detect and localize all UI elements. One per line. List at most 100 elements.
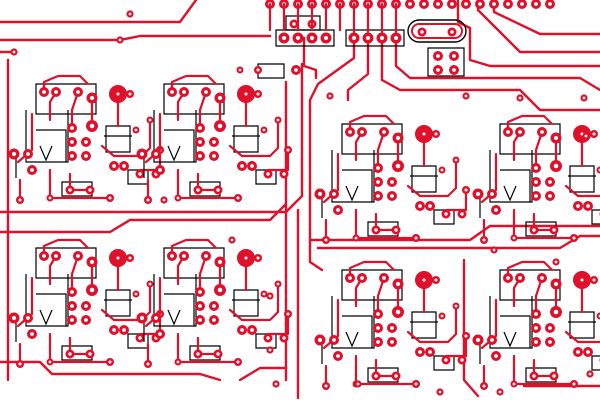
transistor-pad — [487, 189, 497, 199]
module-right-lower-a — [314, 260, 470, 390]
module-trace — [506, 260, 554, 280]
via — [274, 116, 282, 124]
via — [438, 166, 446, 174]
transistor-pad — [545, 337, 555, 347]
transistor-pad — [86, 284, 98, 296]
resistor-outline — [61, 345, 93, 361]
capacitor-outline — [569, 165, 595, 193]
transistor-pad — [67, 123, 77, 133]
via — [510, 234, 518, 242]
resistor-outline — [367, 367, 399, 383]
pad — [144, 360, 152, 368]
transistor-pad — [329, 335, 339, 345]
transistor-pad — [531, 177, 541, 187]
electrolytic-capacitor-pad — [432, 276, 440, 284]
header-pin — [531, 0, 541, 9]
pad — [234, 358, 242, 366]
ic-pad — [357, 127, 367, 137]
module-trace — [198, 254, 208, 294]
resistor-pad — [135, 169, 145, 179]
trace-header-to-right-3 — [380, 38, 600, 112]
transistor-pad — [195, 287, 205, 297]
capacitor-pad — [415, 201, 425, 211]
pad — [27, 165, 37, 175]
header-pin — [475, 0, 485, 9]
electrolytic-capacitor-pad — [578, 276, 586, 284]
ic-pad — [214, 256, 226, 268]
connector-outline — [345, 29, 405, 47]
circuit-modules — [8, 10, 600, 396]
pad — [106, 358, 114, 366]
pad — [412, 380, 420, 388]
transistor-pad — [136, 148, 148, 160]
pad — [16, 196, 24, 204]
via — [46, 358, 54, 366]
transistor-outline — [345, 185, 359, 202]
module-trace — [406, 304, 458, 344]
transistor-pad — [67, 301, 77, 311]
electrolytic-capacitor-pad — [114, 254, 122, 262]
capacitor-pad — [415, 347, 425, 357]
trace-right-mid-2 — [308, 224, 600, 242]
resistor-pad — [529, 225, 539, 235]
resistor-outline — [525, 221, 557, 237]
transistor-pad — [209, 137, 219, 147]
via — [10, 48, 18, 56]
pad — [27, 329, 37, 339]
resistor-pad — [213, 349, 223, 359]
ic-pad — [51, 87, 61, 97]
ic-pad — [550, 132, 562, 144]
capacitor-outline — [233, 289, 259, 317]
transistor-outline — [153, 274, 197, 327]
ic-pad — [86, 92, 98, 104]
crystal-outline — [407, 19, 467, 43]
ic-pad — [392, 278, 404, 290]
resistor-pad — [279, 169, 289, 179]
trace-mid-horizontal-2 — [0, 202, 288, 234]
ic-pad — [515, 273, 525, 283]
via — [174, 358, 182, 366]
ic-pad — [537, 273, 547, 283]
ic-outline — [427, 47, 465, 77]
ic-pad — [51, 251, 61, 261]
resistor-pad — [391, 225, 401, 235]
via — [174, 194, 182, 202]
ic-pad — [503, 127, 513, 137]
transistor-pad — [8, 312, 20, 324]
pad — [333, 351, 343, 361]
via — [326, 92, 334, 100]
transistor-pad — [67, 137, 77, 147]
header-pin — [433, 0, 443, 9]
transistor-pad — [81, 151, 91, 161]
module-trace — [228, 282, 280, 322]
connector-pin — [320, 32, 332, 44]
pad — [491, 205, 501, 215]
module-trace — [70, 254, 80, 294]
ic-pad — [433, 65, 443, 75]
trace-bottom-mid — [238, 366, 288, 382]
transistor-pad — [387, 323, 397, 333]
ic-outline — [35, 83, 97, 115]
transistor-outline — [503, 331, 517, 348]
resistor-outline — [591, 209, 600, 225]
transistor-pad — [67, 287, 77, 297]
electrolytic-capacitor-pad — [590, 130, 598, 138]
ic-pad — [167, 251, 177, 261]
capacitor-pad — [583, 201, 593, 211]
module-top-left — [8, 74, 164, 204]
via — [510, 380, 518, 388]
via — [580, 94, 588, 102]
connector-outline — [285, 15, 321, 31]
capacitor-outline — [105, 125, 131, 153]
transistor-pad — [195, 123, 205, 133]
electrolytic-capacitor-pad — [242, 254, 250, 262]
ic-outline — [499, 123, 561, 155]
transistor-pad — [209, 301, 219, 311]
trace-top-diagonal — [0, 0, 198, 24]
trace-header-down-1 — [302, 36, 318, 80]
trace-header-to-right — [308, 38, 356, 272]
transistor-pad — [23, 313, 33, 323]
module-trace — [144, 276, 162, 328]
via — [146, 280, 154, 288]
